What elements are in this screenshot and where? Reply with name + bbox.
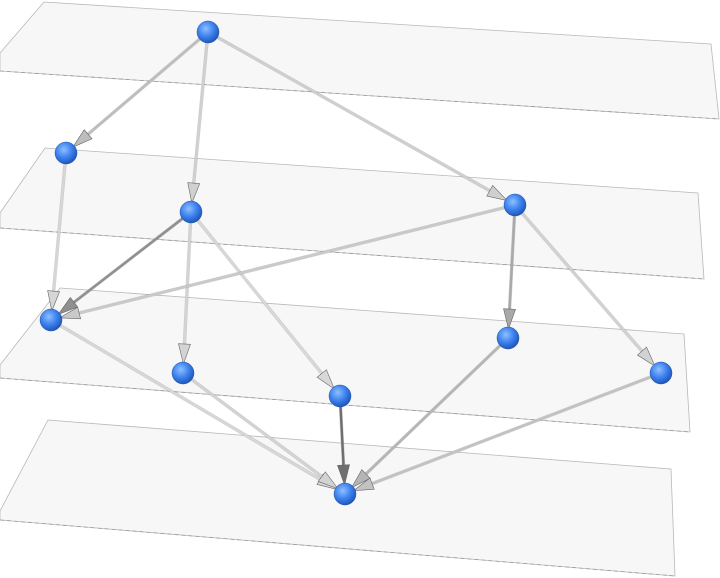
edge-n6-n9 [337, 394, 350, 487]
graph-node-n0[interactable] [196, 20, 220, 44]
edge-n0-n3 [206, 30, 509, 202]
layer-plane-edge [0, 519, 676, 577]
graph-node-n4[interactable] [39, 308, 63, 332]
arrowhead-icon [178, 343, 191, 366]
arrowhead-icon [350, 469, 371, 489]
arrowhead-icon [47, 290, 60, 313]
layer-plane-edge [0, 70, 720, 120]
arrowhead-icon [72, 129, 93, 148]
edge-n3-n8 [513, 203, 656, 367]
edge-n3-n4 [58, 203, 517, 320]
edge-n2-n5 [178, 210, 193, 366]
edge-n5-n9 [181, 371, 339, 490]
graph-node-n2[interactable] [179, 200, 203, 224]
arrowhead-icon [636, 346, 656, 367]
edge-n2-n6 [189, 210, 335, 390]
graph-node-n5[interactable] [171, 361, 195, 385]
arrowhead-icon [317, 471, 339, 490]
arrowhead-icon [486, 185, 509, 202]
layer-plane-1 [0, 1, 720, 120]
graph-node-n7[interactable] [496, 326, 520, 350]
edge-n3-n7 [503, 203, 517, 331]
edge-n2-n4 [57, 210, 193, 316]
graph-node-n3[interactable] [503, 193, 527, 217]
arrowhead-icon [316, 369, 335, 390]
edge-n7-n9 [350, 336, 510, 489]
graph-node-n9[interactable] [333, 482, 357, 506]
edge-n1-n4 [47, 151, 68, 313]
edge-n0-n2 [187, 30, 210, 205]
graph-node-n6[interactable] [328, 384, 352, 408]
edge-n8-n9 [352, 371, 663, 492]
edge-n0-n1 [72, 30, 210, 148]
arrowhead-icon [352, 477, 375, 492]
arrowhead-icon [58, 306, 81, 320]
arrowhead-icon [187, 182, 201, 205]
layer-plane-3 [0, 287, 691, 433]
arrowhead-icon [57, 297, 79, 316]
graph-node-n1[interactable] [54, 141, 78, 165]
layer-plane-2 [0, 147, 705, 280]
graph-node-n8[interactable] [649, 361, 673, 385]
layer-plane-edge [0, 227, 705, 280]
arrowhead-icon [503, 308, 516, 331]
arrowhead-icon [337, 464, 350, 487]
